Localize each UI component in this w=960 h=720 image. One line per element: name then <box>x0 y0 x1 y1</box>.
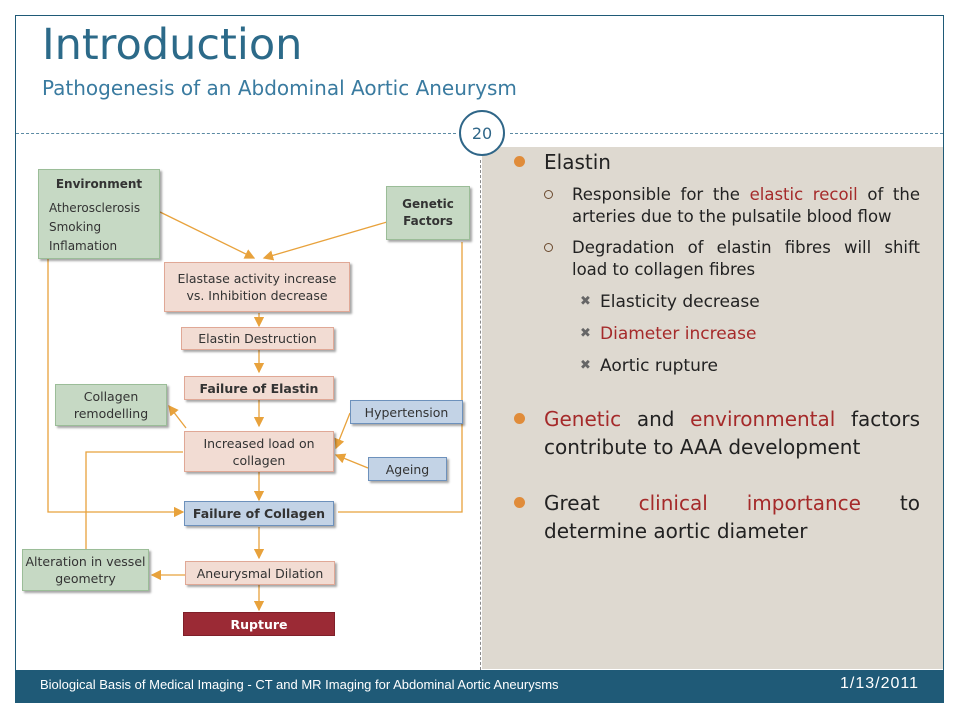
footer-text: Biological Basis of Medical Imaging - CT… <box>40 677 559 692</box>
bullet-dot-icon <box>514 413 525 424</box>
ring-bullet-icon <box>544 190 553 199</box>
collagen-remodelling-box: Collagen remodelling <box>55 384 167 426</box>
genetic-post: factors contribute to AAA development <box>544 407 921 459</box>
environment-box: Environment Atherosclerosis Smoking Infl… <box>38 169 160 259</box>
sub-sub-bullet: ✖ Aortic rupture <box>514 355 920 377</box>
point1-post: of the arteries due to the pulsatile blo… <box>572 185 920 226</box>
panel-divider <box>480 160 481 670</box>
page-number: 20 <box>471 123 493 143</box>
slide-title: Introduction <box>42 20 303 70</box>
environment-item: Atherosclerosis <box>49 201 141 215</box>
header-divider-left <box>16 133 456 134</box>
footer-date: 1/13/2011 <box>840 675 919 692</box>
clinical-post: to determine aortic diameter <box>544 491 920 543</box>
ageing-box: Ageing <box>368 457 447 481</box>
failure-collagen-box: Failure of Collagen <box>184 501 334 526</box>
sub-sub-bullet: ✖ Elasticity decrease <box>514 291 920 313</box>
elastin-destruction-box: Elastin Destruction <box>181 327 334 350</box>
sub-bullet: Responsible for the elastic recoil of th… <box>514 184 920 228</box>
environmental-highlight: environmental <box>690 407 836 431</box>
elastase-box: Elastase activity increase vs. Inhibitio… <box>164 262 350 312</box>
genetic-mid: and <box>621 407 691 431</box>
elastin-heading: Elastin <box>544 150 611 174</box>
slide-subtitle: Pathogenesis of an Abdominal Aortic Aneu… <box>42 76 517 100</box>
rupture-box: Rupture <box>183 612 335 636</box>
environment-heading: Environment <box>55 177 143 191</box>
point2-text: Degradation of elastin fibres will shift… <box>572 238 920 279</box>
aneurysmal-dilation-box: Aneurysmal Dilation <box>185 561 335 585</box>
point1-pre: Responsible for the <box>572 185 750 204</box>
bullet-clinical: Great clinical importance to determine a… <box>514 489 920 545</box>
star-bullet-icon: ✖ <box>580 326 591 341</box>
environment-item: Inflamation <box>49 239 118 253</box>
genetic-factors-box: Genetic Factors <box>386 186 470 240</box>
genetic-highlight: Genetic <box>544 407 622 431</box>
bullet-elastin: Elastin <box>514 148 920 176</box>
clinical-pre: Great <box>544 491 639 515</box>
slide-frame <box>15 15 944 703</box>
star-bullet-icon: ✖ <box>580 294 591 309</box>
header-divider-right <box>510 133 943 134</box>
bullet-dot-icon <box>514 497 525 508</box>
hypertension-box: Hypertension <box>350 400 463 424</box>
sub-point-text: Diameter increase <box>600 324 757 344</box>
ring-bullet-icon <box>544 243 553 252</box>
content-panel <box>482 147 943 669</box>
content-bullets: Elastin Responsible for the elastic reco… <box>514 148 920 545</box>
clinical-highlight: clinical importance <box>638 491 861 515</box>
page-number-badge: 20 <box>459 110 505 156</box>
sub-sub-bullet: ✖ Diameter increase <box>514 323 920 345</box>
sub-point-text: Aortic rupture <box>600 356 718 376</box>
sub-bullet: Degradation of elastin fibres will shift… <box>514 237 920 281</box>
bullet-genetic: Genetic and environmental factors contri… <box>514 405 920 461</box>
failure-elastin-box: Failure of Elastin <box>184 376 334 400</box>
bullet-dot-icon <box>514 156 525 167</box>
footer-bar: Biological Basis of Medical Imaging - CT… <box>16 670 943 702</box>
increased-load-box: Increased load on collagen <box>184 431 334 472</box>
alteration-box: Alteration in vessel geometry <box>22 549 149 591</box>
star-bullet-icon: ✖ <box>580 358 591 373</box>
point1-highlight: elastic recoil <box>749 185 858 204</box>
sub-point-text: Elasticity decrease <box>600 292 760 312</box>
environment-item: Smoking <box>49 220 102 234</box>
